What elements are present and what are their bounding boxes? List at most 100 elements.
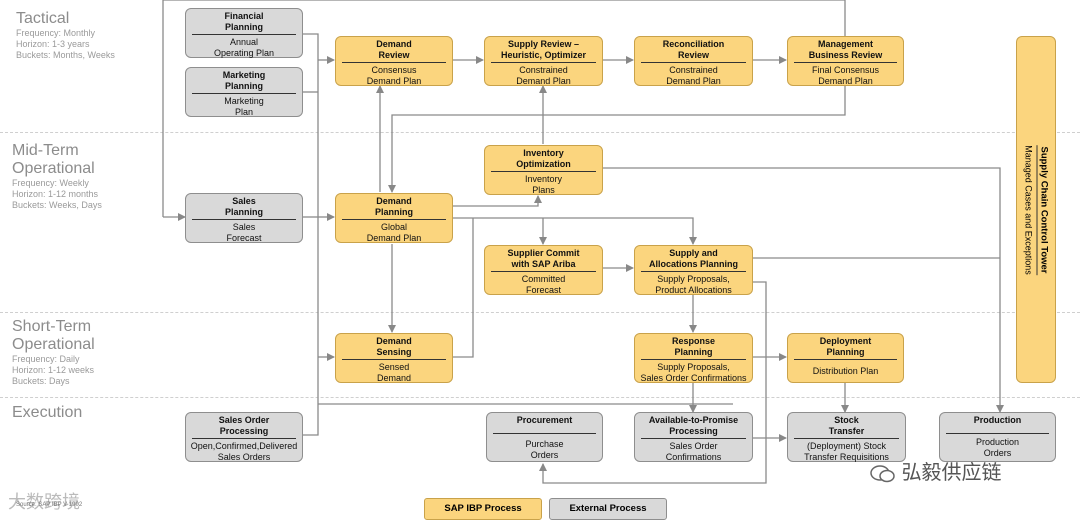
band-title: Tactical <box>16 10 70 27</box>
left-watermark: 大数跨境 <box>8 488 80 514</box>
band-title: Operational <box>12 336 95 353</box>
divider-short-exec <box>0 397 1080 398</box>
control-tower-subtitle: Managed Cases and Exceptions <box>1023 144 1034 275</box>
box-title: Procurement <box>493 415 596 434</box>
connector <box>453 218 474 358</box>
band-line: Buckets: Days <box>12 376 70 386</box>
connector <box>388 85 846 193</box>
box-desc: Supply Proposals,Sales Order Confirmatio… <box>640 362 747 383</box>
band-line: Buckets: Weeks, Days <box>12 200 102 210</box>
control-tower-box[interactable]: Supply Chain Control Tower Managed Cases… <box>1016 36 1056 383</box>
box-title: Production <box>946 415 1049 434</box>
box-desc: Distribution Plan <box>812 366 879 376</box>
wechat-icon <box>870 464 896 484</box>
brand-watermark: 弘毅供应链 <box>870 456 1002 485</box>
box-desc: Supply Proposals,Product Allocations <box>655 274 732 295</box>
connector <box>603 167 1004 413</box>
box-title: Supply Review –Heuristic, Optimizer <box>491 39 596 63</box>
connector <box>162 0 846 217</box>
divider-mid-short <box>0 312 1080 313</box>
legend-ibp: SAP IBP Process <box>424 498 542 520</box>
band-title: Short-Term <box>12 318 92 335</box>
band-line: Frequency: Weekly <box>12 178 89 188</box>
connector <box>453 195 542 207</box>
legend-external: External Process <box>549 498 667 520</box>
band-line: Frequency: Daily <box>12 354 80 364</box>
band-shortterm: Short-Term Operational Frequency: Daily … <box>12 318 95 387</box>
source-note: Source: SAP IBP V 1902 <box>16 502 83 508</box>
band-line: Buckets: Months, Weeks <box>16 50 115 60</box>
band-line: Horizon: 1-12 months <box>12 189 99 199</box>
supply-review-box[interactable]: Supply Review –Heuristic, Optimizer Cons… <box>484 36 603 86</box>
band-line: Horizon: 1-12 weeks <box>12 365 95 375</box>
divider-tactical-mid <box>0 132 1080 133</box>
band-title: Operational <box>12 160 95 177</box>
band-line: Frequency: Monthly <box>16 28 96 38</box>
band-tactical: Tactical Frequency: Monthly Horizon: 1-3… <box>16 10 115 61</box>
band-title: Mid-Term <box>12 142 79 159</box>
connector <box>303 33 319 436</box>
left-watermark-text: 大数跨境 <box>8 492 80 512</box>
band-title: Execution <box>12 404 83 421</box>
control-tower-label: Supply Chain Control Tower Managed Cases… <box>1023 144 1050 275</box>
connector <box>539 281 767 484</box>
control-tower-title: Supply Chain Control Tower <box>1036 144 1050 275</box>
band-line: Horizon: 1-3 years <box>16 39 90 49</box>
band-midterm: Mid-Term Operational Frequency: Weekly H… <box>12 142 102 211</box>
brand-name: 弘毅供应链 <box>901 462 1002 484</box>
connector <box>453 217 697 245</box>
band-execution: Execution <box>12 404 82 422</box>
